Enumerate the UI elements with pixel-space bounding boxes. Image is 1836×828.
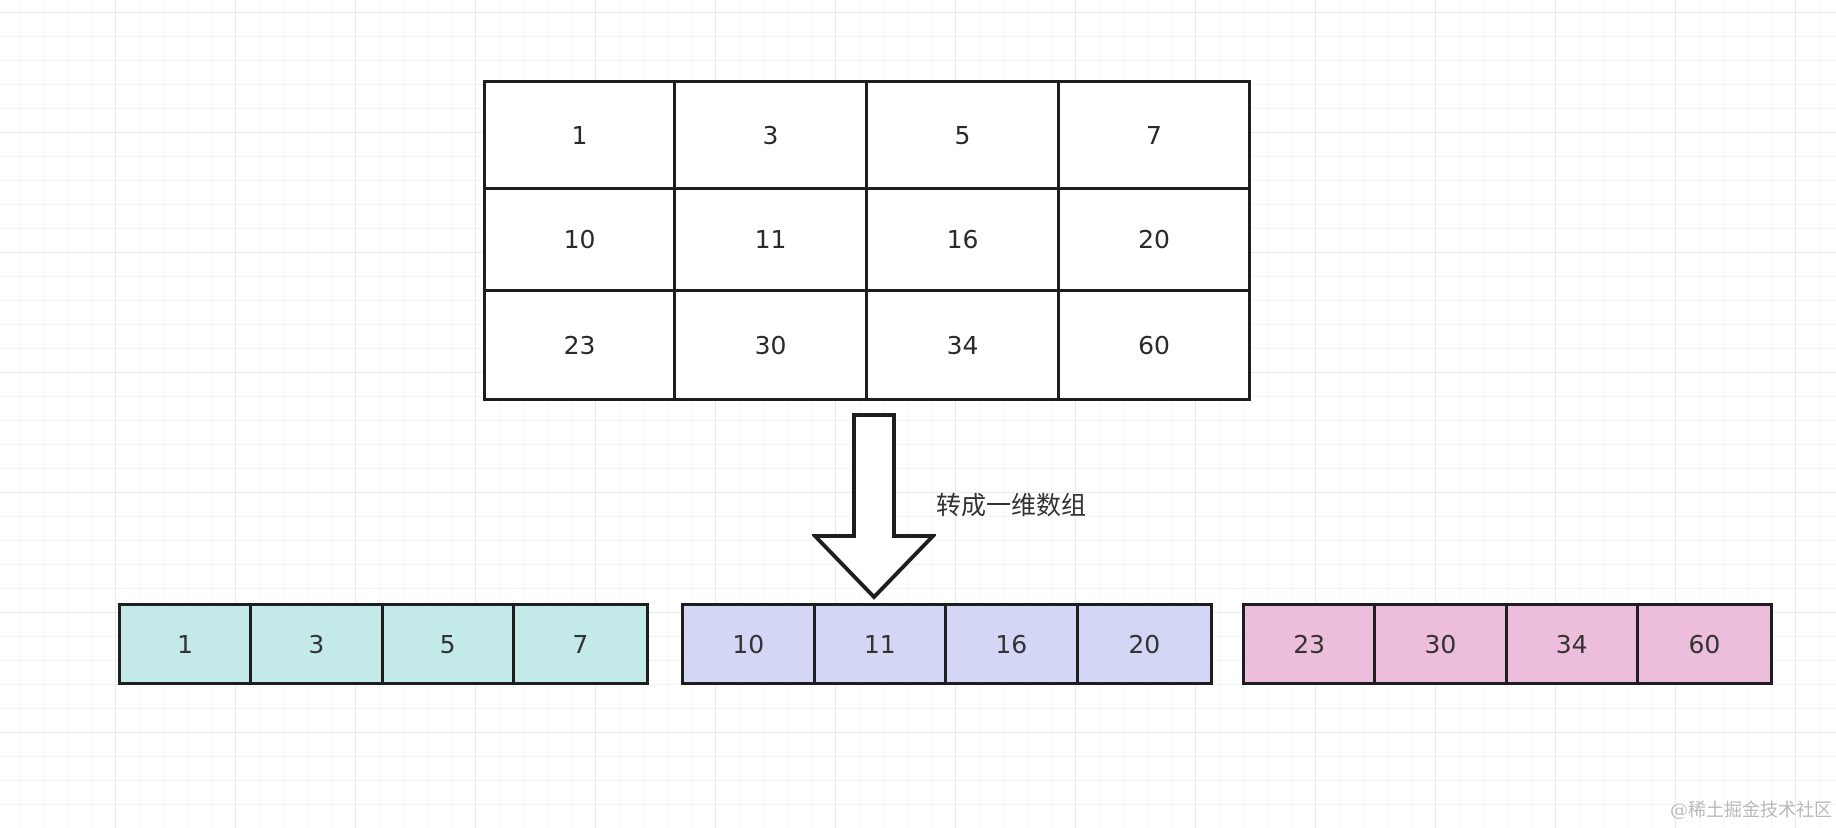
down-arrow-icon	[812, 413, 936, 600]
array-cell: 7	[572, 629, 589, 659]
matrix-table: 1 3 5 7 10 11 16 20 23 30 34 60	[483, 80, 1251, 401]
matrix-cell: 3	[676, 83, 868, 190]
matrix-cell: 30	[676, 292, 868, 398]
array-cell: 11	[816, 606, 947, 682]
array-cell: 1	[121, 606, 253, 682]
array-cell: 5	[384, 606, 515, 682]
array-cell: 10	[684, 606, 816, 682]
watermark: @稀土掘金技术社区	[1670, 800, 1832, 821]
array-cell: 34	[1508, 606, 1639, 682]
matrix-cell: 20	[1060, 190, 1248, 292]
array-cell: 20	[1128, 629, 1161, 659]
array-strip-3: 23 30 34 60	[1242, 603, 1773, 685]
array-strip-1: 1 3 5 7	[118, 603, 649, 685]
array-cell: 23	[1245, 606, 1377, 682]
matrix-cell: 23	[486, 292, 676, 398]
array-cell: 3	[252, 606, 384, 682]
matrix-cell: 16	[868, 190, 1060, 292]
matrix-cell: 1	[486, 83, 676, 190]
matrix-cell: 60	[1138, 330, 1170, 360]
matrix-cell: 5	[868, 83, 1060, 190]
array-cell: 16	[947, 606, 1079, 682]
arrow-label: 转成一维数组	[936, 491, 1087, 520]
array-strip-2: 10 11 16 20	[681, 603, 1213, 685]
array-cell: 30	[1376, 606, 1508, 682]
matrix-cell: 11	[676, 190, 868, 292]
matrix-cell: 7	[1060, 83, 1248, 190]
array-cell: 60	[1688, 629, 1721, 659]
matrix-cell: 10	[486, 190, 676, 292]
matrix-cell: 34	[868, 292, 1060, 398]
